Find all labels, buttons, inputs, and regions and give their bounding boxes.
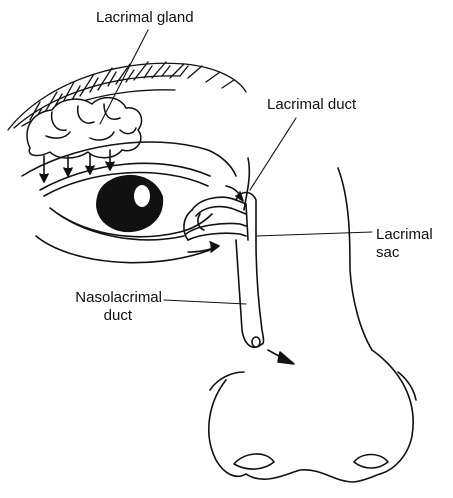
label-nasolacrimal-duct: Nasolacrimal duct (58, 289, 162, 325)
nose (209, 158, 416, 482)
label-lacrimal-sac-line1: Lacrimal (376, 226, 433, 244)
label-nasolacrimal-duct-line1: Nasolacrimal (58, 289, 162, 307)
leader-duct (250, 118, 296, 190)
label-lacrimal-gland: Lacrimal gland (96, 9, 194, 27)
label-lacrimal-sac: Lacrimal sac (376, 226, 433, 262)
leader-naso (164, 300, 246, 304)
lacrimal-duct-system (184, 193, 264, 348)
label-nasolacrimal-duct-line2: duct (58, 307, 162, 325)
eye-highlight (134, 185, 150, 207)
label-lacrimal-duct: Lacrimal duct (267, 96, 356, 114)
leader-sac (256, 232, 372, 236)
eye (97, 176, 163, 232)
label-lacrimal-sac-line2: sac (376, 244, 433, 262)
